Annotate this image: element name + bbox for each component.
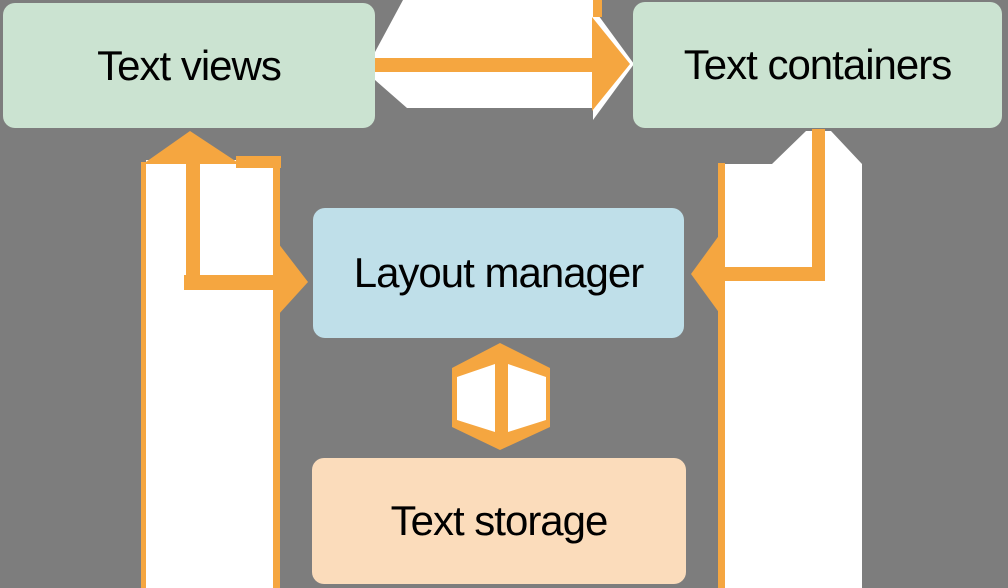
arrow-views-containers-orange-shaft xyxy=(375,58,592,72)
node-text-views: Text views xyxy=(3,3,375,128)
arrow-left-l-horizontal xyxy=(184,275,279,290)
arrow-left-l-stem xyxy=(186,146,200,289)
node-text-containers-label: Text containers xyxy=(683,41,952,88)
right-white-column xyxy=(725,131,862,588)
node-text-views-label: Text views xyxy=(97,41,282,89)
node-text-storage: Text storage xyxy=(312,458,686,584)
arrow-right-l-horizontal xyxy=(722,267,825,281)
arrow-right-l-stem xyxy=(812,129,825,281)
left-column-left-border xyxy=(141,162,146,588)
node-text-storage-label: Text storage xyxy=(390,497,609,544)
right-column-left-border xyxy=(718,163,725,588)
left-column-top-border-segment xyxy=(236,156,281,168)
arrow-views-containers-orange-head xyxy=(592,17,630,111)
connector-white-left-arrow xyxy=(457,364,495,432)
connector-white-right-arrow xyxy=(508,364,546,432)
arrow-left-into-layout-manager-head xyxy=(691,230,723,318)
left-white-column xyxy=(146,160,274,588)
node-layout-manager-label: Layout manager xyxy=(353,249,645,296)
arrow-top-orange-stub xyxy=(593,0,602,17)
node-layout-manager: Layout manager xyxy=(313,208,684,338)
node-text-containers: Text containers xyxy=(633,2,1002,128)
arrow-right-into-layout-manager-head xyxy=(278,243,308,315)
left-column-right-border xyxy=(273,162,280,588)
